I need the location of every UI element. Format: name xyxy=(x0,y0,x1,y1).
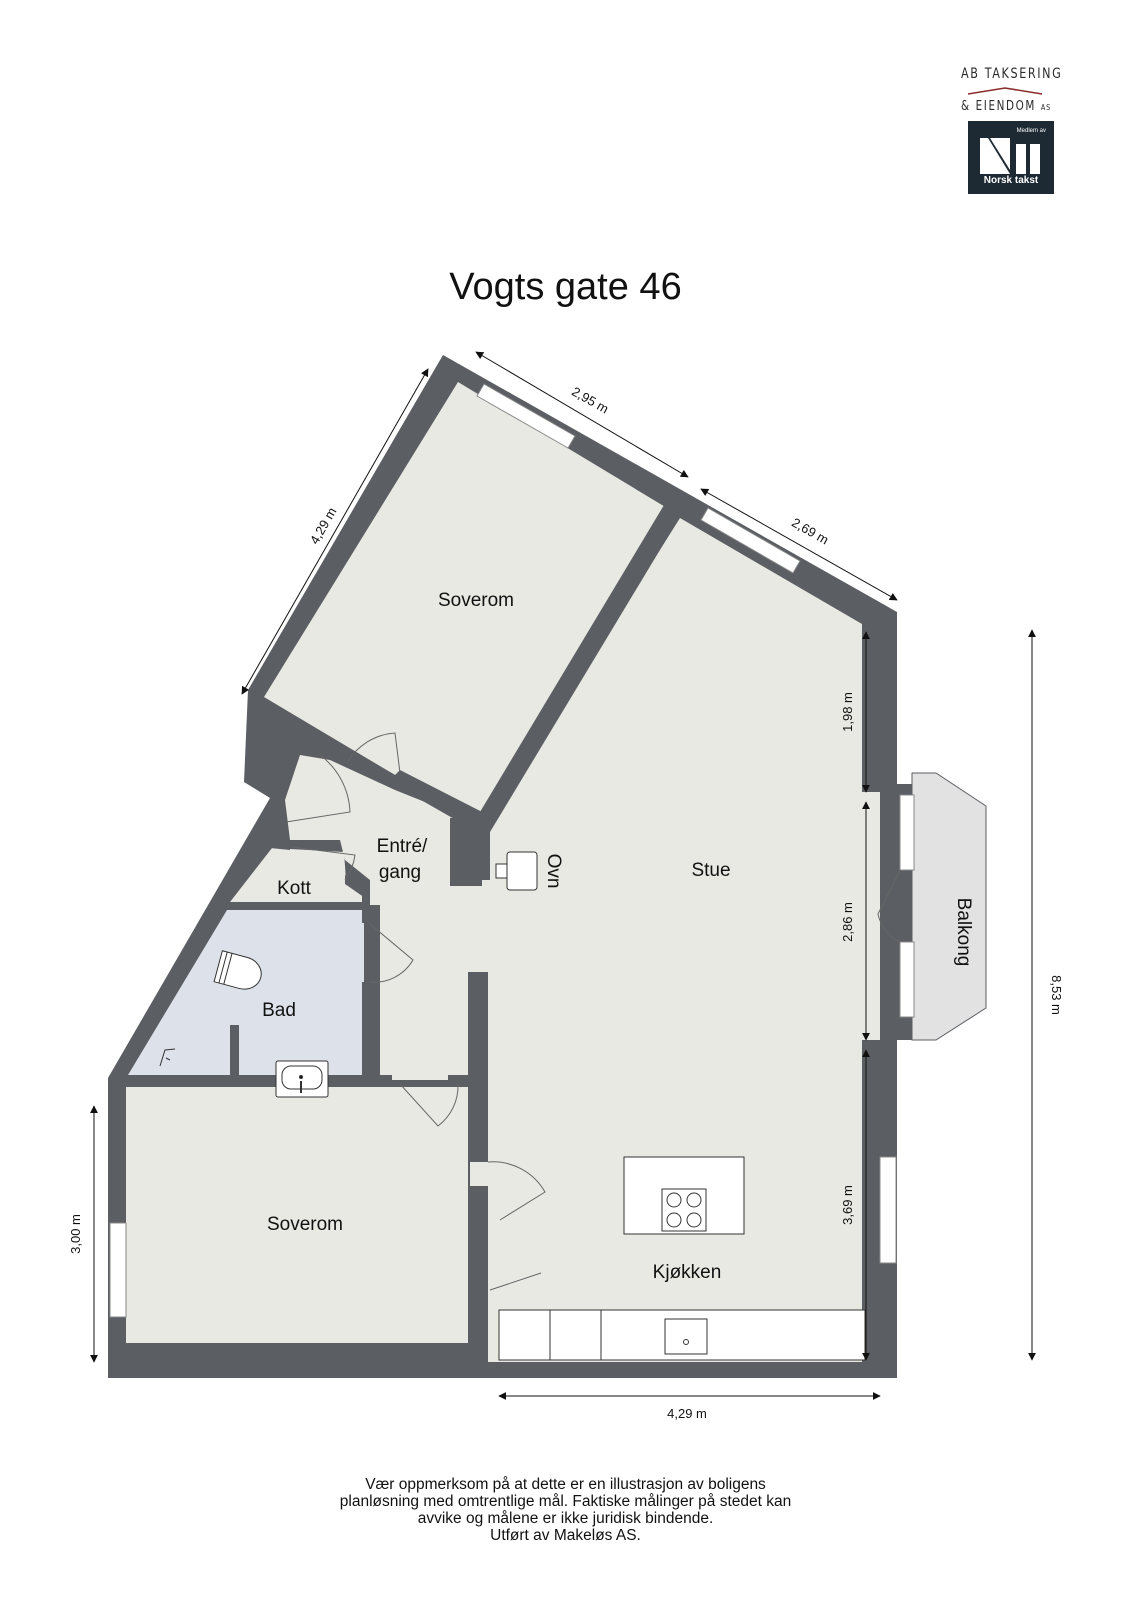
room-label-soverom-top: Soverom xyxy=(438,590,514,611)
door-bad xyxy=(369,923,414,983)
doors xyxy=(285,732,901,1291)
door-bedroom-top xyxy=(346,732,401,774)
company-name-line1: AB TAKSERING xyxy=(961,66,1063,82)
disclaimer-line-2: planløsning med omtrentlige mål. Faktisk… xyxy=(339,1493,792,1510)
badge-norsk-takst-text: Norsk takst xyxy=(983,175,1039,186)
wall-bad-right-lower xyxy=(362,982,370,1080)
room-label-stue: Stue xyxy=(691,860,730,881)
room-label-entre-1: Entré/ xyxy=(377,836,428,857)
burner-icon xyxy=(666,1192,682,1208)
dim-label-left-bedroom: 3,00 m xyxy=(68,1214,83,1254)
floor-bad xyxy=(128,910,364,1075)
wall-kott-top xyxy=(270,840,290,850)
sink-drain-icon xyxy=(683,1339,689,1345)
dim-label-left-diagonal: 4,29 m xyxy=(307,505,340,547)
room-label-kott: Kott xyxy=(277,878,312,899)
norsk-takst-badge: Medlem av Norsk takst xyxy=(968,121,1054,194)
room-label-soverom-bottom: Soverom xyxy=(267,1214,343,1235)
wall-bedroom-entre xyxy=(386,772,470,828)
badge-member-text: Medlem av xyxy=(1016,128,1046,134)
shower-drain-icon xyxy=(159,1048,176,1067)
wall-kott-bad xyxy=(230,902,368,910)
dim-label-bottom: 4,29 m xyxy=(667,1406,707,1421)
floor-soverom-bottom xyxy=(126,1087,468,1343)
burner-icon xyxy=(666,1212,682,1228)
floors xyxy=(126,382,987,1362)
door-soverom-bottom-upper xyxy=(399,1083,459,1127)
dim-line-left-diagonal xyxy=(241,368,429,695)
dim-label-right-lower: 3,69 m xyxy=(840,1185,855,1225)
inner-walls xyxy=(126,500,684,1360)
floor-kott xyxy=(230,848,364,902)
dim-label-right-upper: 1,98 m xyxy=(840,692,855,732)
room-label-bad: Bad xyxy=(262,1000,296,1021)
door-soverom-bottom-side xyxy=(487,1161,546,1221)
room-label-ovn: Ovn xyxy=(543,854,564,889)
burner-icon xyxy=(686,1192,702,1208)
dimension-lines xyxy=(90,351,1036,1400)
page-title: Vogts gate 46 xyxy=(449,266,682,308)
burner-icon xyxy=(686,1212,702,1228)
door-balcony xyxy=(877,869,901,943)
window-soverom-bottom xyxy=(109,1222,127,1318)
wall-stue-left-upper xyxy=(468,972,488,1162)
company-name-eiendom: & EIENDOM xyxy=(961,99,1036,114)
fixtures xyxy=(159,851,866,1361)
wall-chimney xyxy=(450,818,482,886)
wall-bad-bottom xyxy=(126,1075,392,1084)
kitchen-sink-icon xyxy=(664,1318,708,1355)
floor-balkong xyxy=(911,772,987,1041)
dim-label-total-height: 8,53 m xyxy=(1049,975,1064,1015)
disclaimer-line-3: avvike og målene er ikke juridisk binden… xyxy=(417,1510,714,1527)
ovn-icon xyxy=(506,851,538,891)
wall-bad-partition xyxy=(230,1025,239,1077)
faucet-icon xyxy=(299,1075,303,1079)
nt-logo-icon xyxy=(980,138,1040,174)
wall-bad-right-upper xyxy=(362,885,370,923)
wall-kott-right xyxy=(345,875,368,900)
floor-stue-kjokken xyxy=(285,518,880,1362)
room-labels: Soverom Stue Entré/ gang Kott Bad Sovero… xyxy=(262,590,974,1283)
toilet-icon xyxy=(213,950,262,990)
room-label-kjokken: Kjøkken xyxy=(653,1262,722,1283)
floor-soverom-top xyxy=(264,382,667,815)
room-label-balkong: Balkong xyxy=(953,898,974,967)
dim-label-top-left: 2,95 m xyxy=(569,384,611,417)
disclaimer-line-1: Vær oppmerksom på at dette er en illustr… xyxy=(365,1476,766,1493)
window-kitchen xyxy=(879,1156,897,1264)
window-balcony-lower xyxy=(899,941,915,1018)
kitchen-door-line xyxy=(489,1272,542,1291)
roof-icon xyxy=(967,87,1043,95)
company-suffix: AS xyxy=(1040,103,1051,112)
room-label-entre-2: gang xyxy=(379,862,421,883)
wall-stue-left-lower xyxy=(468,1220,488,1360)
door-entrance xyxy=(285,754,351,823)
wall-hall-bottom-right xyxy=(448,1075,470,1084)
wall-bedroom-stue xyxy=(474,500,684,832)
ovn-pipe-icon xyxy=(495,863,508,879)
disclaimer: Vær oppmerksom på at dette er en illustr… xyxy=(0,1476,1131,1544)
door-kott xyxy=(291,846,356,881)
dim-line-top-right xyxy=(700,488,898,601)
disclaimer-line-4: Utført av Makeløs AS. xyxy=(490,1527,641,1544)
dim-line-top-left xyxy=(475,351,689,478)
dim-label-right-middle: 2,86 m xyxy=(840,902,855,942)
company-logo: AB TAKSERING & EIENDOM AS xyxy=(950,66,1063,114)
window-balcony-upper xyxy=(899,794,915,871)
company-name-line2: & EIENDOM AS xyxy=(961,99,1051,114)
